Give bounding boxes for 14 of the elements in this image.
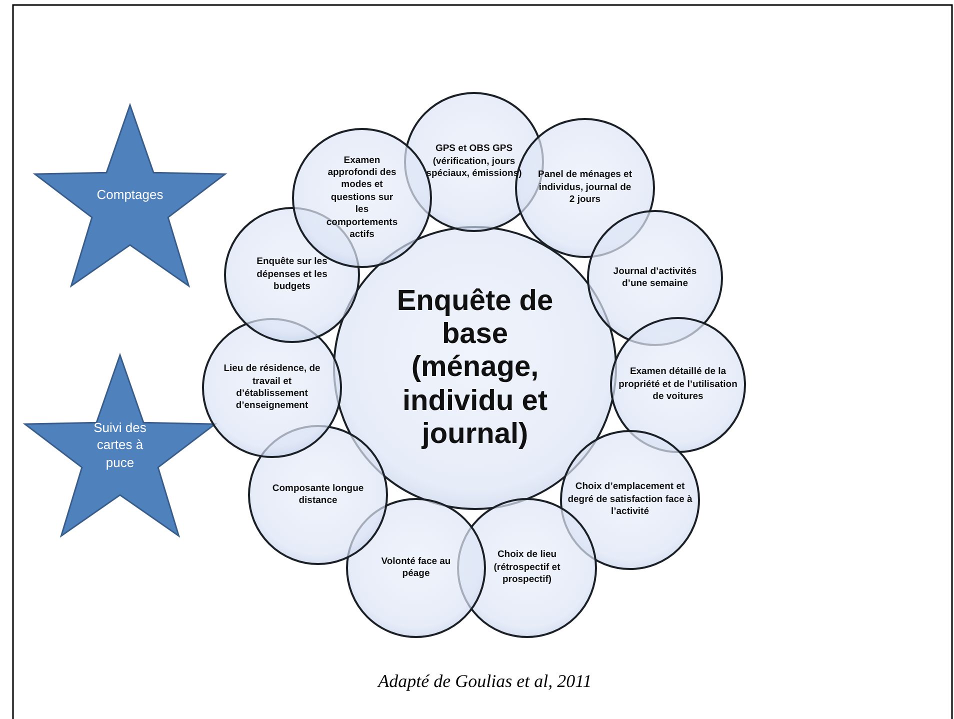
bubble-label: Enquête sur les dépenses et les budgets [256, 256, 328, 294]
bubble-label: Lieu de résidence, de travail et d’établissement d’enseignement [222, 363, 322, 413]
bubble-label: Composante longue distance [271, 482, 365, 508]
bubble-label: Examen approfondi des modes et questions sur les comportements actifs [325, 154, 399, 242]
bubble-label: Journal d’activités d’une semaine [612, 266, 698, 290]
bubble-label: Choix de lieu (rétrospectif et prospectif) [492, 549, 562, 587]
bubble-label: Volonté face au péage [381, 556, 451, 580]
bubble-label: Panel de ménages et individus, journal de 2 jours [537, 169, 633, 207]
star-label: Suivi des cartes à puce [92, 418, 148, 472]
bubble-label: Examen détaillé de la propriété et de l’utilisation de voitures [618, 366, 738, 404]
bubble-label: Enquête de base (ménage, individu et journal) [396, 284, 554, 452]
star-label: Comptages [96, 186, 164, 204]
caption: Adapté de Goulias et al, 2011 [376, 671, 593, 692]
bubble-label: Choix d’emplacement et degré de satisfaction face à l’activité [566, 481, 694, 519]
